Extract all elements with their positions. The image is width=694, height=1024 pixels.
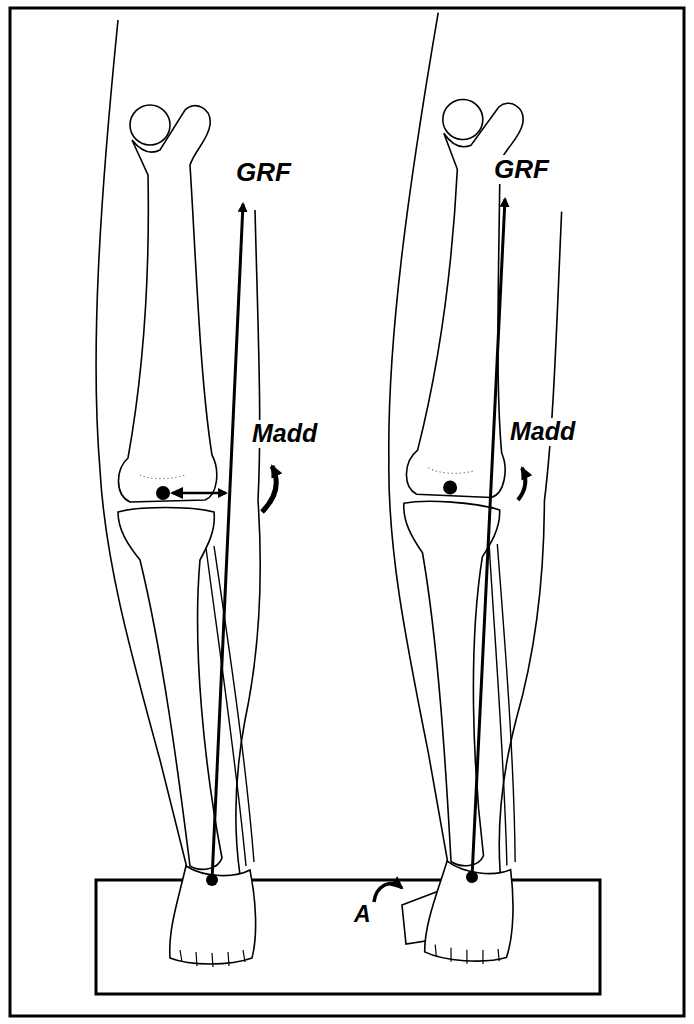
force-label: GRF <box>234 158 293 187</box>
force-label: GRF <box>492 155 551 184</box>
moment-label: Madd <box>508 418 577 446</box>
moment-label: Madd <box>250 420 319 448</box>
rotation-label: A <box>352 902 373 927</box>
